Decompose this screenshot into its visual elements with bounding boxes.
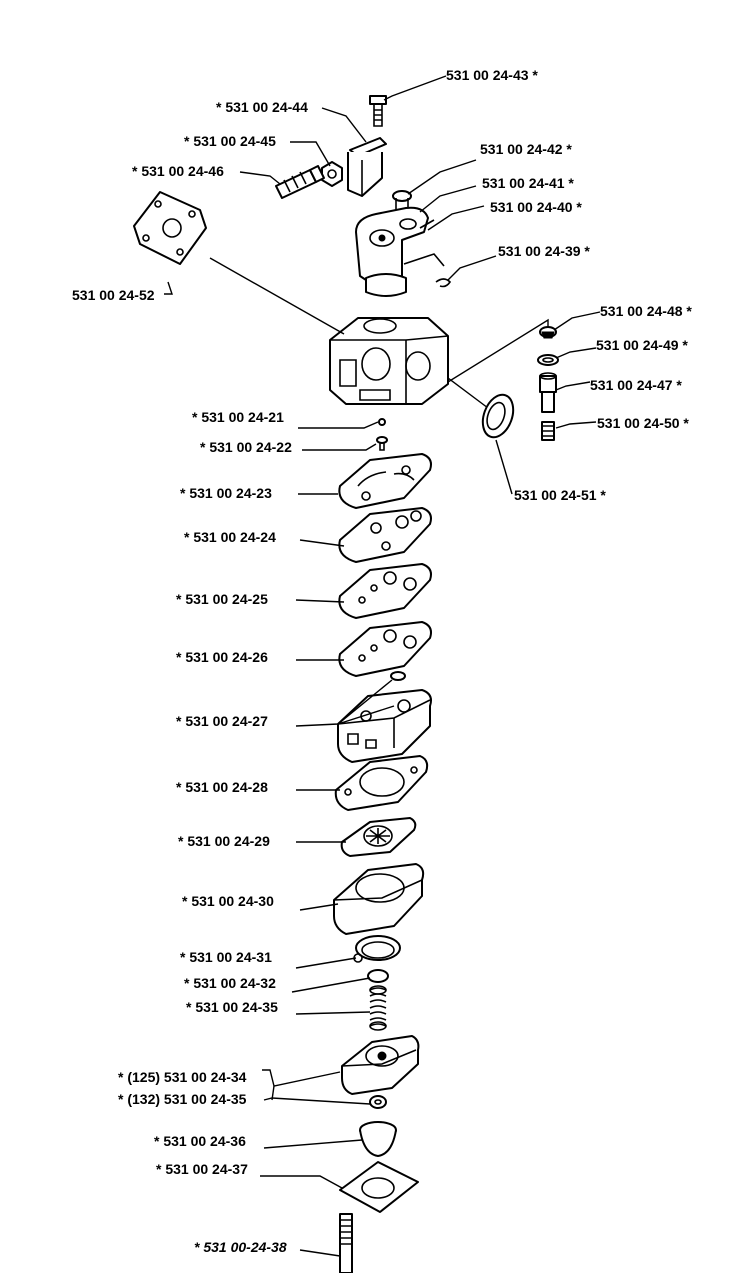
ring-31-part bbox=[353, 935, 401, 963]
label-531-00-24-42: 531 00 24-42 * bbox=[480, 141, 572, 157]
label-531-00-24-48: 531 00 24-48 * bbox=[600, 303, 692, 319]
clip-39-part bbox=[403, 253, 452, 288]
label-531-00-24-29: * 531 00 24-29 bbox=[178, 833, 270, 849]
gasket-37-part bbox=[339, 1161, 419, 1213]
label-531-00-24-52: 531 00 24-52 bbox=[72, 287, 155, 303]
label-531-00-24-40: 531 00 24-40 * bbox=[490, 199, 582, 215]
label-531-00-24-26: * 531 00 24-26 bbox=[176, 649, 268, 665]
label-531-00-24-22: * 531 00 24-22 bbox=[200, 439, 292, 455]
part-21-part bbox=[378, 418, 386, 426]
pump-body-27-part bbox=[337, 671, 432, 763]
carburetor-body-part bbox=[329, 317, 449, 405]
cap-48-part bbox=[539, 326, 557, 339]
screw-42-part bbox=[392, 190, 412, 213]
label-531-00-24-38: * 531 00-24-38 bbox=[194, 1239, 287, 1255]
label-531-00-24-27: * 531 00 24-27 bbox=[176, 713, 268, 729]
screw-38-part bbox=[339, 1213, 353, 1274]
spring-35-part bbox=[369, 985, 387, 1031]
label-531-00-24-32: * 531 00 24-32 bbox=[184, 975, 276, 991]
gasket-28-part bbox=[334, 755, 429, 811]
seal-51-part bbox=[481, 393, 515, 439]
label-531-00-24-24: * 531 00 24-24 bbox=[184, 529, 276, 545]
label-531-00-24-23: * 531 00 24-23 bbox=[180, 485, 272, 501]
label-531-00-24-39: 531 00 24-39 * bbox=[498, 243, 590, 259]
label-531-00-24-37: * 531 00 24-37 bbox=[156, 1161, 248, 1177]
label-531-00-24-36: * 531 00 24-36 bbox=[154, 1133, 246, 1149]
nut-45-part bbox=[321, 161, 343, 187]
disc-32-part bbox=[367, 969, 389, 983]
label-531-00-24-31: * 531 00 24-31 bbox=[180, 949, 272, 965]
screw-43-part bbox=[369, 95, 387, 127]
label-125-531-00-24-34: * (125) 531 00 24-34 bbox=[118, 1069, 247, 1085]
diaphragm-26-part bbox=[338, 621, 432, 677]
label-531-00-24-30: * 531 00 24-30 bbox=[182, 893, 274, 909]
label-531-00-24-21: * 531 00 24-21 bbox=[192, 409, 284, 425]
gasket-52-part bbox=[133, 191, 207, 265]
nipple-47-part bbox=[539, 372, 557, 413]
plate-24-part bbox=[338, 507, 432, 563]
gasket-25-part bbox=[338, 563, 432, 619]
bracket-44-part bbox=[347, 137, 387, 197]
label-531-00-24-46: * 531 00 24-46 bbox=[132, 163, 224, 179]
diaphragm-29-part bbox=[340, 817, 417, 857]
label-531-00-24-51: 531 00 24-51 * bbox=[514, 487, 606, 503]
label-531-00-24-25: * 531 00 24-25 bbox=[176, 591, 268, 607]
label-531-00-24-44: * 531 00 24-44 bbox=[216, 99, 308, 115]
label-531-00-24-28: * 531 00 24-28 bbox=[176, 779, 268, 795]
part-22-part bbox=[376, 436, 388, 451]
label-531-00-24-50: 531 00 24-50 * bbox=[597, 415, 689, 431]
washer-35-part bbox=[369, 1095, 387, 1109]
label-531-00-24-43: 531 00 24-43 * bbox=[446, 67, 538, 83]
label-531-00-24-49: 531 00 24-49 * bbox=[596, 337, 688, 353]
throttle-assembly-part bbox=[355, 206, 435, 297]
label-531-00-24-47: 531 00 24-47 * bbox=[590, 377, 682, 393]
cover-30-part bbox=[333, 863, 425, 935]
label-531-00-24-45: * 531 00 24-45 bbox=[184, 133, 276, 149]
washer-49-part bbox=[537, 354, 559, 366]
label-531-00-24-35: * 531 00 24-35 bbox=[186, 999, 278, 1015]
label-531-00-24-41: 531 00 24-41 * bbox=[482, 175, 574, 191]
gasket-23-part bbox=[338, 453, 432, 509]
valve-body-34-part bbox=[341, 1035, 420, 1095]
label-132-531-00-24-35: * (132) 531 00 24-35 bbox=[118, 1091, 247, 1107]
screw-46-part bbox=[275, 165, 325, 199]
filter-50-part bbox=[541, 421, 555, 441]
cup-36-part bbox=[359, 1121, 397, 1157]
